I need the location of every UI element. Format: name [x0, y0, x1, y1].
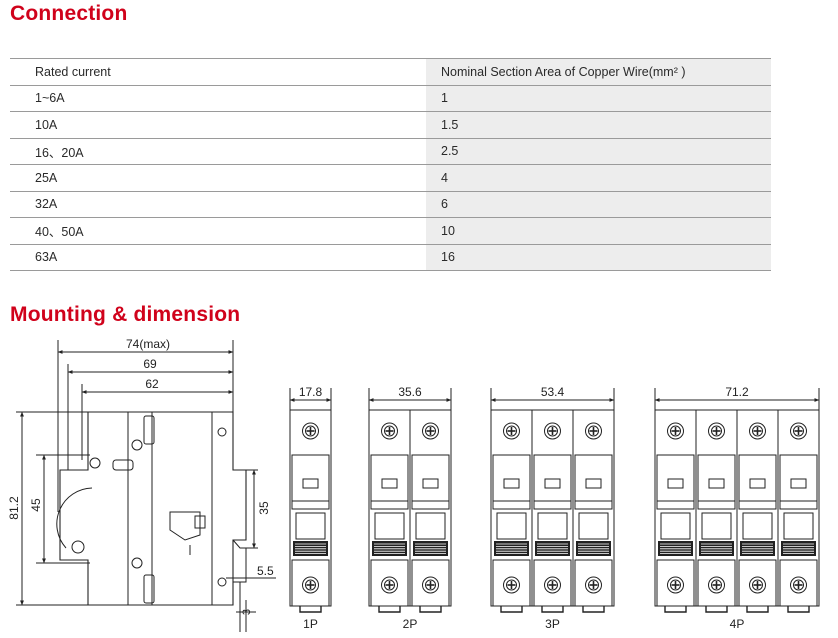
terminal-screw-icon — [544, 576, 561, 594]
terminal-screw-icon — [381, 422, 398, 440]
width-dim-label: 17.8 — [299, 385, 323, 399]
pole-module-4p: 71.2 4P — [654, 385, 820, 631]
dim-5-5-label: 5.5 — [257, 564, 274, 578]
dim-81-2-label: 81.2 — [7, 496, 21, 520]
width-dim-label: 35.6 — [398, 385, 422, 399]
terminal-screw-icon — [749, 576, 766, 594]
breaker-pole — [289, 409, 332, 613]
dim-69-label: 69 — [143, 357, 157, 371]
breaker-pole — [368, 409, 411, 613]
wire-area-cell: 2.5 — [426, 138, 771, 165]
terminal-screw-icon — [708, 422, 725, 440]
pole-label: 3P — [545, 617, 560, 631]
terminal-screw-icon — [544, 422, 561, 440]
table-row: 25A 4 — [10, 164, 771, 192]
terminal-screw-icon — [503, 576, 520, 594]
wire-area-cell: 10 — [426, 217, 771, 245]
pole-label: 4P — [730, 617, 745, 631]
terminal-screw-icon — [790, 422, 807, 440]
pole-module-3p: 53.4 3P — [490, 385, 615, 631]
dim-3-label: 3 — [241, 609, 253, 615]
wire-area-cell: 1 — [426, 85, 771, 112]
width-dim-label: 71.2 — [725, 385, 749, 399]
terminal-screw-icon — [302, 576, 319, 594]
connection-table: Rated current Nominal Section Area of Co… — [10, 58, 771, 271]
wire-area-cell: 1.5 — [426, 111, 771, 139]
wire-area-cell: 6 — [426, 191, 771, 218]
dimension-drawing: 74(max) 69 62 81.2 45 35 5.5 3 17.8 1P 35.… — [7, 337, 820, 632]
pole-module-1p: 17.8 1P — [289, 385, 332, 631]
breaker-pole — [695, 409, 738, 613]
mounting-title: Mounting & dimension — [10, 303, 241, 326]
breaker-pole — [409, 409, 452, 613]
rated-current-cell: 1~6A — [10, 85, 426, 112]
table-row: 16、20A 2.5 — [10, 138, 771, 165]
rated-current-cell: 16、20A — [10, 138, 426, 165]
terminal-screw-icon — [708, 576, 725, 594]
terminal-screw-icon — [667, 422, 684, 440]
dim-45-label: 45 — [29, 498, 43, 512]
breaker-pole — [654, 409, 697, 613]
wire-area-cell: 4 — [426, 164, 771, 192]
rated-current-cell: 10A — [10, 111, 426, 139]
table-header-row: Rated current Nominal Section Area of Co… — [10, 58, 771, 86]
breaker-pole — [736, 409, 779, 613]
dim-35-label: 35 — [257, 501, 271, 515]
table-row: 32A 6 — [10, 191, 771, 218]
pole-label: 1P — [303, 617, 318, 631]
breaker-pole — [531, 409, 574, 613]
breaker-pole — [777, 409, 820, 613]
pole-label: 2P — [403, 617, 418, 631]
terminal-screw-icon — [422, 576, 439, 594]
front-views: 17.8 1P 35.6 2P 53.4 3P 71.2 4P — [289, 385, 820, 631]
table-row: 1~6A 1 — [10, 85, 771, 112]
side-view — [16, 340, 276, 632]
rated-current-cell: 40、50A — [10, 217, 426, 245]
terminal-screw-icon — [790, 576, 807, 594]
rated-current-cell: 32A — [10, 191, 426, 218]
terminal-screw-icon — [585, 422, 602, 440]
dim-62-label: 62 — [145, 377, 159, 391]
terminal-screw-icon — [585, 576, 602, 594]
breaker-pole — [572, 409, 615, 613]
breaker-side-body — [59, 411, 247, 606]
rated-current-cell: 63A — [10, 244, 426, 271]
connection-title: Connection — [10, 2, 128, 25]
terminal-screw-icon — [302, 422, 319, 440]
width-dim-label: 53.4 — [541, 385, 565, 399]
wire-area-cell: 16 — [426, 244, 771, 271]
terminal-screw-icon — [667, 576, 684, 594]
header-rated-current: Rated current — [10, 58, 426, 86]
table-row: 63A 16 — [10, 244, 771, 271]
header-wire-area: Nominal Section Area of Copper Wire(mm² … — [426, 58, 771, 86]
terminal-screw-icon — [749, 422, 766, 440]
dim-74-label: 74(max) — [126, 337, 170, 351]
rated-current-cell: 25A — [10, 164, 426, 192]
table-row: 10A 1.5 — [10, 111, 771, 139]
terminal-screw-icon — [503, 422, 520, 440]
terminal-screw-icon — [381, 576, 398, 594]
table-row: 40、50A 10 — [10, 217, 771, 245]
terminal-screw-icon — [422, 422, 439, 440]
breaker-pole — [490, 409, 533, 613]
pole-module-2p: 35.6 2P — [368, 385, 452, 631]
